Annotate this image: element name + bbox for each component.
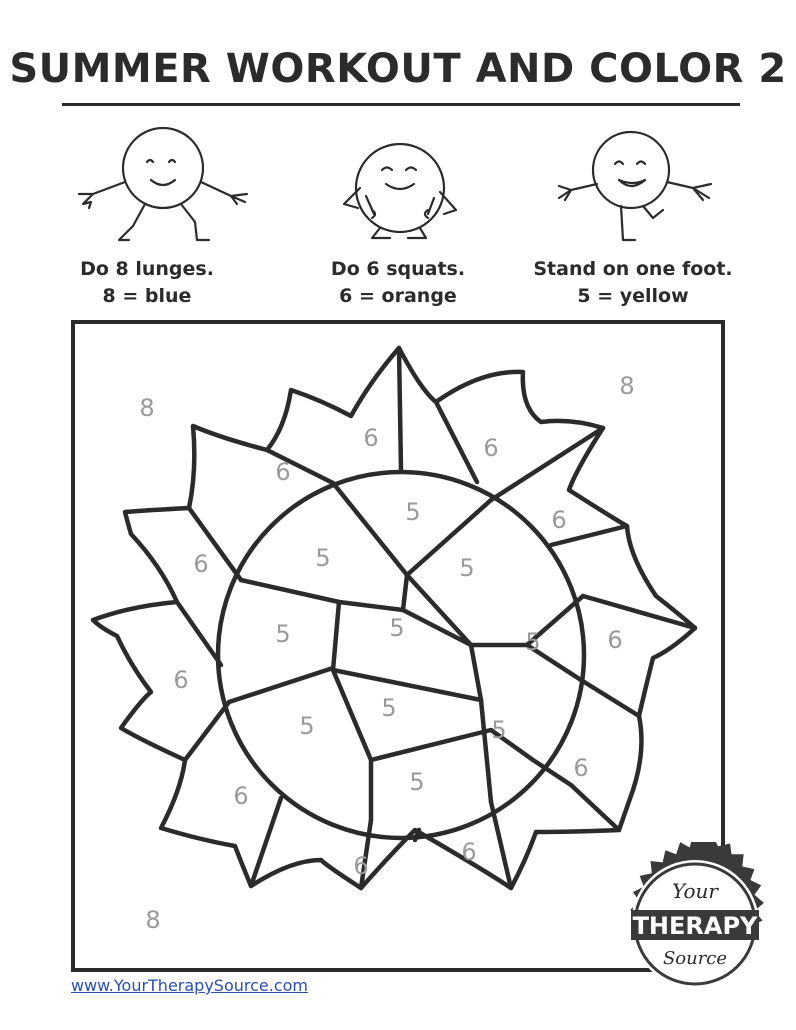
region-number-5: 5	[409, 768, 424, 796]
region-number-6: 6	[353, 852, 368, 880]
website-link[interactable]: www.YourTherapySource.com	[71, 976, 309, 995]
logo-word-source: Source	[663, 948, 727, 969]
region-number-8: 8	[139, 394, 154, 422]
squat-figure-icon	[342, 142, 458, 240]
region-number-5: 5	[389, 614, 404, 642]
region-number-5: 5	[405, 498, 420, 526]
region-number-6: 6	[173, 666, 188, 694]
region-number-6: 6	[461, 838, 476, 866]
region-number-6: 6	[573, 754, 588, 782]
instruction-color-key: 6 = orange	[339, 285, 457, 307]
region-number-6: 6	[551, 506, 566, 534]
region-number-5: 5	[525, 628, 540, 656]
region-number-6: 6	[483, 434, 498, 462]
sun-outline	[90, 345, 698, 891]
region-number-5: 5	[381, 694, 396, 722]
instruction-color-key: 8 = blue	[102, 285, 192, 307]
lunge-figure-icon	[77, 126, 249, 242]
color-by-number-board: 8 8 8 6 6 6 6 6 6 6 6 6 6 6 5 5 5 5 5 5 …	[71, 320, 725, 972]
region-number-6: 6	[363, 424, 378, 452]
region-number-5: 5	[491, 716, 506, 744]
page-title: SUMMER WORKOUT AND COLOR 2	[9, 46, 787, 92]
instruction-action: Do 6 squats.	[330, 258, 466, 280]
region-number-8: 8	[145, 906, 160, 934]
instruction-color-key: 5 = yellow	[577, 285, 689, 307]
region-number-5: 5	[459, 554, 474, 582]
region-number-6: 6	[233, 782, 248, 810]
logo-word-therapy: THERAPY	[633, 912, 758, 940]
region-number-5: 5	[315, 544, 330, 572]
region-number-6: 6	[193, 550, 208, 578]
title-divider	[62, 103, 740, 106]
region-number-6: 6	[275, 458, 290, 486]
region-number-5: 5	[299, 712, 314, 740]
your-therapy-source-logo: Your THERAPY Source	[630, 842, 764, 988]
board-frame	[71, 320, 725, 972]
region-number-5: 5	[275, 620, 290, 648]
instruction-action: Do 8 lunges.	[80, 258, 214, 280]
instruction-one-foot: Stand on one foot. 5 = yellow	[508, 256, 758, 310]
logo-word-your: Your	[672, 879, 719, 903]
region-number-6: 6	[607, 626, 622, 654]
instruction-action: Stand on one foot.	[533, 258, 733, 280]
instruction-squats: Do 6 squats. 6 = orange	[273, 256, 523, 310]
one-foot-figure-icon	[557, 130, 713, 242]
region-number-8: 8	[619, 372, 634, 400]
instruction-lunges: Do 8 lunges. 8 = blue	[22, 256, 272, 310]
